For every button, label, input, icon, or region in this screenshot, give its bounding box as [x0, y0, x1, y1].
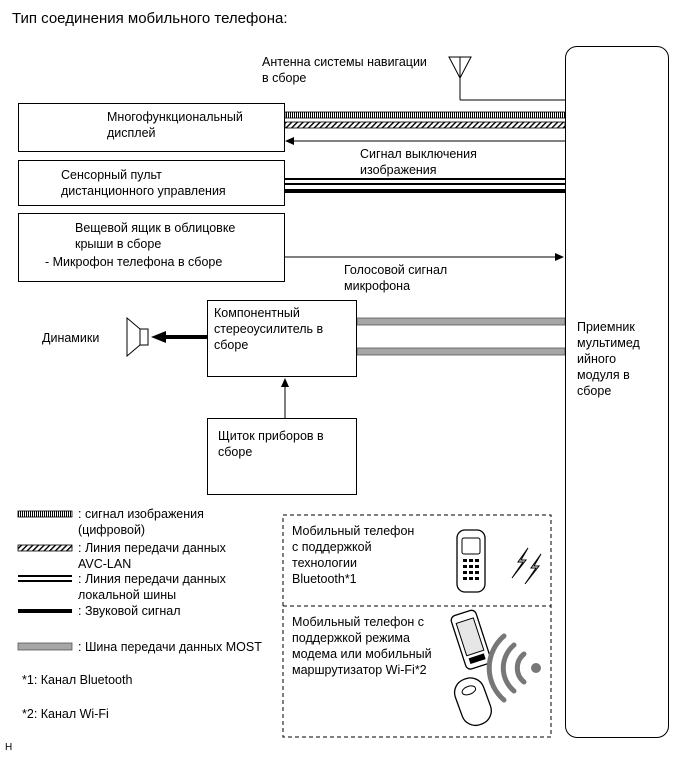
image-off-label-1: Сигнал выключения — [360, 147, 477, 161]
wifi-phone-label-4: маршрутизатор Wi-Fi*2 — [292, 663, 427, 677]
legend-swatch-most — [17, 642, 73, 651]
roof-storage-box: Вещевой ящик в облицовке крыши в сборе -… — [18, 213, 285, 282]
mic-signal-label-2: микрофона — [344, 279, 411, 293]
antenna-label-2: в сборе — [262, 71, 307, 85]
meter-to-amplifier-arrow — [281, 378, 289, 418]
remote-touchpad-box: Сенсорный пульт дистанционного управлени… — [18, 160, 285, 206]
antenna-icon — [448, 56, 565, 101]
lightning-icon — [511, 547, 542, 585]
storage-label-1: Вещевой ящик в облицовке — [75, 221, 236, 235]
most-bus-line-2 — [356, 347, 566, 356]
display-label-1: Многофункциональный — [107, 110, 243, 124]
legend-avc-2: AVC-LAN — [78, 557, 132, 571]
phones-panel — [282, 514, 552, 738]
legend-swatch-avc — [17, 544, 73, 552]
router-icon — [453, 677, 492, 727]
meter-cluster-box: Щиток приборов в сборе — [207, 418, 357, 495]
note-wifi: *2: Канал Wi-Fi — [22, 707, 109, 721]
remote-label-1: Сенсорный пульт — [61, 168, 162, 182]
meter-label-2: сборе — [218, 445, 253, 459]
receiver-label-1: Приемник — [577, 320, 635, 334]
bt-phone-label-1: Мобильный телефон — [292, 524, 415, 538]
receiver-label-4: модуля в — [577, 368, 630, 382]
bt-phone-label-4: Bluetooth*1 — [292, 572, 357, 586]
antenna-label-1: Антенна системы навигации — [262, 55, 427, 69]
legend-digital-2: (цифровой) — [78, 523, 146, 537]
legend-swatch-digital — [17, 510, 73, 518]
amplifier-label-1: Компонентный — [214, 306, 300, 320]
mic-signal-arrow — [285, 253, 564, 261]
legend-avc-1: : Линия передачи данных — [78, 541, 226, 555]
note-bluetooth: *1: Канал Bluetooth — [22, 673, 133, 687]
receiver-label-3: ийного — [577, 352, 617, 366]
bt-phone-label-2: с поддержкой — [292, 540, 372, 554]
multimedia-receiver-box: Приемник мультимед ийного модуля в сборе — [565, 46, 669, 738]
wifi-phone-label-3: модема или мобильный — [292, 647, 432, 661]
display-label-2: дисплей — [107, 126, 156, 140]
legend-most: : Шина передачи данных MOST — [78, 640, 262, 654]
legend-digital-1: : сигнал изображения — [78, 507, 204, 521]
sound-arrow-to-speaker — [151, 331, 207, 343]
storage-label-2: крыши в сборе — [75, 237, 162, 251]
receiver-label-5: сборе — [577, 384, 612, 398]
wifi-phone-label-1: Мобильный телефон с — [292, 615, 425, 629]
image-off-signal-arrow — [285, 137, 565, 145]
bt-phone-label-3: технологии — [292, 556, 358, 570]
wifi-icon — [486, 633, 541, 703]
meter-label-1: Щиток приборов в — [218, 429, 324, 443]
legend-swatch-local — [18, 575, 72, 582]
digital-image-line — [284, 111, 566, 119]
footer-code: H — [5, 742, 13, 753]
legend-sound: : Звуковой сигнал — [78, 604, 181, 618]
storage-label-3: - Микрофон телефона в сборе — [45, 255, 223, 269]
remote-label-2: дистанционного управления — [61, 184, 226, 198]
speakers-label: Динамики — [42, 331, 100, 345]
speaker-icon — [126, 316, 149, 358]
smartphone-icon — [450, 609, 492, 670]
amplifier-label-2: стереоусилитель в — [214, 322, 324, 336]
stereo-amplifier-box: Компонентный стереоусилитель в сборе — [207, 300, 357, 377]
legend-local-2: локальной шины — [78, 588, 177, 602]
image-off-label-2: изображения — [360, 163, 437, 177]
page-title: Тип соединения мобильного телефона: — [12, 10, 288, 27]
avc-lan-line — [284, 121, 566, 129]
multifunction-display-box: Многофункциональный дисплей — [18, 103, 285, 152]
mic-signal-label-1: Голосовой сигнал — [344, 263, 448, 277]
receiver-label-2: мультимед — [577, 336, 640, 350]
phone-icon — [456, 529, 486, 593]
wifi-phone-label-2: поддержкой режима — [292, 631, 410, 645]
local-bus-line — [285, 178, 565, 185]
amplifier-label-3: сборе — [214, 338, 249, 352]
most-bus-line-1 — [356, 317, 566, 326]
legend-local-1: : Линия передачи данных — [78, 572, 226, 586]
